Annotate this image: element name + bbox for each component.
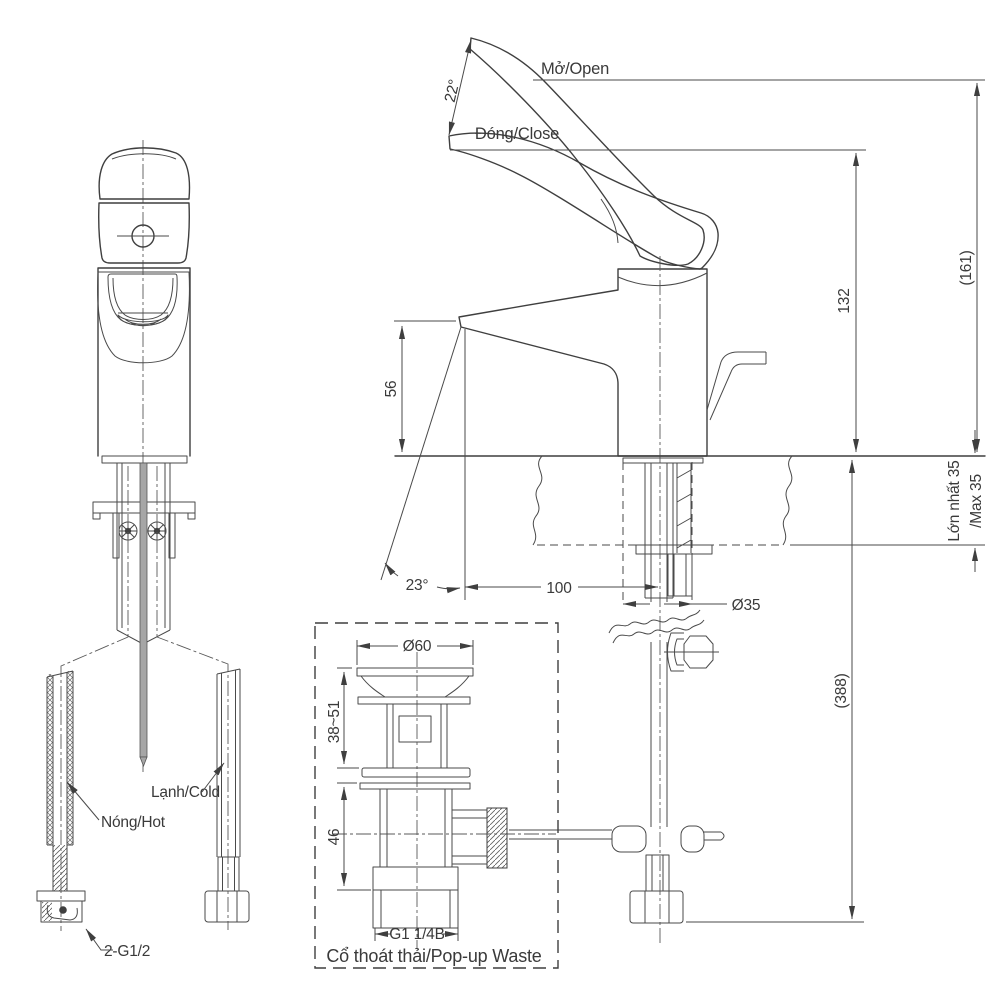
swing-angle-label: 22° [442,78,464,104]
waste-coupler [486,807,508,869]
linkage-rod [509,829,612,840]
linkage-joint-left [611,825,647,853]
front-shank [116,463,171,645]
body-dia-label: Ø35 [732,597,761,614]
overall-height-label: (161) [958,250,975,285]
body-top-joint [617,272,708,286]
aerator-arch-inner [112,277,174,320]
spout-angle-arc-left [384,562,399,577]
waste-caption: Cổ thoát thải/Pop-up Waste [326,946,541,966]
depth-label: (388) [833,673,850,708]
aerator-lens [117,312,169,327]
waste-top-flange [356,667,474,677]
shank-tube [644,463,674,599]
counter-break-right [782,455,793,546]
pull-rod-tip [139,756,148,768]
handle-dome [98,147,191,200]
waste-window [398,715,432,743]
close-label: Đóng/Close [475,125,559,143]
hose-centerline-right [156,466,229,930]
mounting-stud [676,463,692,553]
open-label: Mở/Open [541,60,609,78]
tail-height-label: 46 [326,829,343,846]
waste-funnel [360,675,470,698]
spout-height-label: 56 [383,381,400,398]
linkage-stub [704,831,725,841]
swing-dim-line [448,39,472,136]
waste-plate-2 [357,696,471,705]
handle-closed-position [448,132,719,270]
side-view [394,37,986,943]
supply-thread-label: 2-G1/2 [104,943,150,960]
linkage-joint-right [680,825,705,853]
hot-fitting-body [40,900,83,923]
waste-thread-label: G1 1/4B [389,926,444,943]
handle-cowl-line [600,198,619,244]
mounting-nut [667,553,693,597]
spout-angle-arc-right [436,586,461,594]
spout-body-outline [458,268,708,457]
rod-hex-facets [644,891,670,923]
spout-bulge [97,271,190,364]
dome-inner-line [111,153,177,160]
popup-rod-upper [650,463,668,602]
hot-hose [36,670,86,923]
front-flange [101,455,188,464]
lift-rod [706,351,767,421]
waste-side-port [451,809,488,865]
waste-tail-upper [372,866,459,891]
pipe-break [608,609,701,634]
cold-leader [201,762,225,793]
cold-hex-nut [204,890,250,923]
rod-hex-nut [629,890,684,924]
spout-angle-line [380,326,462,581]
deck-max-en-label: /Max 35 [968,474,985,528]
waste-dia-label: Ø60 [403,638,432,655]
base-flange [622,457,704,464]
hot-fitting-seal [59,906,67,914]
spout-reach-label: 100 [546,580,572,597]
waste-flange-c [361,767,471,778]
waste-plate-d [359,782,471,790]
hose-centerline-left [60,466,129,931]
counter-break-left [532,455,543,546]
hot-label: Nóng/Hot [101,814,166,831]
popup-waste-detail [314,622,559,969]
spout-angle-label: 23° [406,577,429,594]
waste-tail-lower [372,889,459,929]
hot-leader [66,781,100,821]
pull-rod [139,462,148,758]
knob-octagon [683,635,714,669]
handle-skirt [98,202,190,264]
handle-height-label: 132 [836,288,853,313]
deck-max-vi-label: Lớn nhất 35 [946,460,963,541]
pipe-break-2 [612,619,705,644]
mounting-washer [635,544,713,555]
washer-lips [92,512,196,559]
detail-box-border [314,622,559,969]
front-view: Lạnh/Cold Nóng/Hot 2-G1/2 [36,140,250,960]
handle-open-position [469,37,705,266]
cold-label: Lạnh/Cold [151,784,220,801]
popup-rod-lower [650,642,668,827]
waste-lower-body [379,788,453,868]
deck-range-ext [337,667,359,769]
tail-height-ext [337,782,371,891]
rod-collar [645,854,670,892]
deck-range-label: 38~51 [326,701,343,744]
dimensions: Mở/Open Đóng/Close 22° (161) 132 Lớn nhấ… [326,39,985,966]
supply-thread-leader [85,928,113,951]
